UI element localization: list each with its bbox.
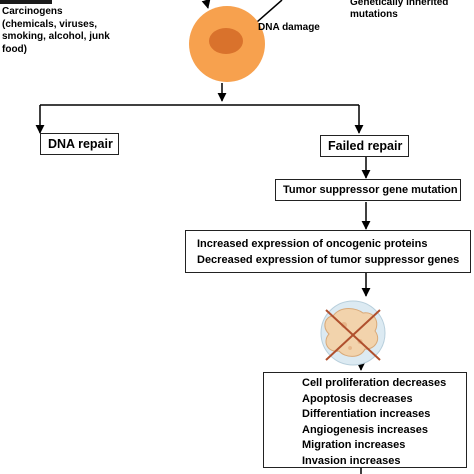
tumor-suppressor-mutation-box: Tumor suppressor gene mutation [275,179,461,201]
outcome-item: Apoptosis decreases [302,392,413,405]
cell-nucleus [209,28,243,54]
outcome-item: Differentiation increases [302,408,431,420]
outcome-item: Migration increases [302,439,406,451]
failed-repair-box: Failed repair [320,135,409,157]
dna-repair-box: DNA repair [40,133,119,155]
carcinogens-line: food) [2,43,27,55]
tumor-cross-2 [325,309,381,361]
dna-repair-text: DNA repair [48,137,113,151]
carcinogens-bar [0,0,52,4]
expression-box: Increased expression of oncogenic protei… [185,230,471,273]
carcinogen-arrow [201,0,211,9]
outcomes-box: Cell proliferation decreases Apoptosis d… [263,372,467,468]
inherited-line: Genetically inherited [350,0,449,8]
outcome-item: Angiogenesis increases [302,423,428,436]
carcinogens-line: smoking, alcohol, junk [2,31,110,42]
tumor-suppressor-mutation-text: Tumor suppressor gene mutation [283,184,458,196]
outcome-item: Invasion increases [302,454,401,467]
inherited-line: mutations [350,9,398,20]
carcinogens-line: Carcinogens [2,6,63,17]
dna-damage-label: DNA damage [258,22,320,33]
carcinogens-label: Carcinogens (chemicals, viruses, smoking… [2,6,110,56]
expression-line: Increased expression of oncogenic protei… [197,238,428,250]
expression-line: Decreased expression of tumor suppressor… [197,254,460,266]
outcome-item: Cell proliferation decreases [302,377,447,389]
carcinogens-line: (chemicals, viruses, [2,18,98,30]
inherited-mutations-label: Genetically inherited mutations [350,0,448,21]
failed-repair-text: Failed repair [328,139,403,153]
